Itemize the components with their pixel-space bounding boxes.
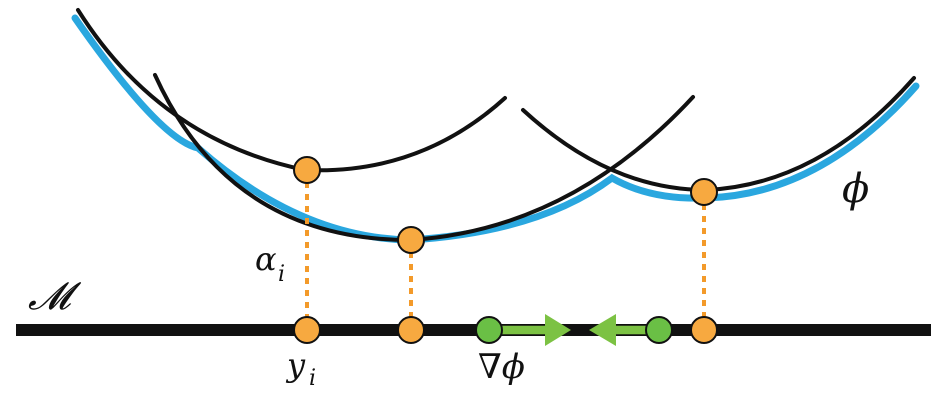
envelope-curve-phi — [71, 14, 920, 244]
manifold-point-2 — [397, 316, 425, 344]
curve-point-2 — [397, 226, 425, 254]
manifold-label: 𝓜 — [28, 274, 82, 318]
manifold-point-1 — [293, 316, 321, 344]
gradient-point-right — [645, 316, 673, 344]
manifold-point-3 — [690, 316, 718, 344]
gradient-label: ∇ϕ — [478, 347, 525, 387]
svg-text:i: i — [278, 262, 285, 287]
curve-point-1 — [293, 156, 321, 184]
basis-curve-2 — [153, 73, 695, 243]
curve-point-3 — [690, 178, 718, 206]
svg-text:i: i — [309, 366, 316, 391]
basis-curve-1 — [76, 8, 507, 173]
gradient-arrows — [475, 314, 673, 346]
svg-text:y: y — [285, 346, 306, 384]
alpha-label: α i — [255, 240, 285, 287]
phi-label: ϕ — [842, 166, 869, 212]
svg-text:α: α — [255, 240, 277, 278]
y-label: y i — [285, 346, 316, 391]
gradient-point-left — [475, 316, 503, 344]
